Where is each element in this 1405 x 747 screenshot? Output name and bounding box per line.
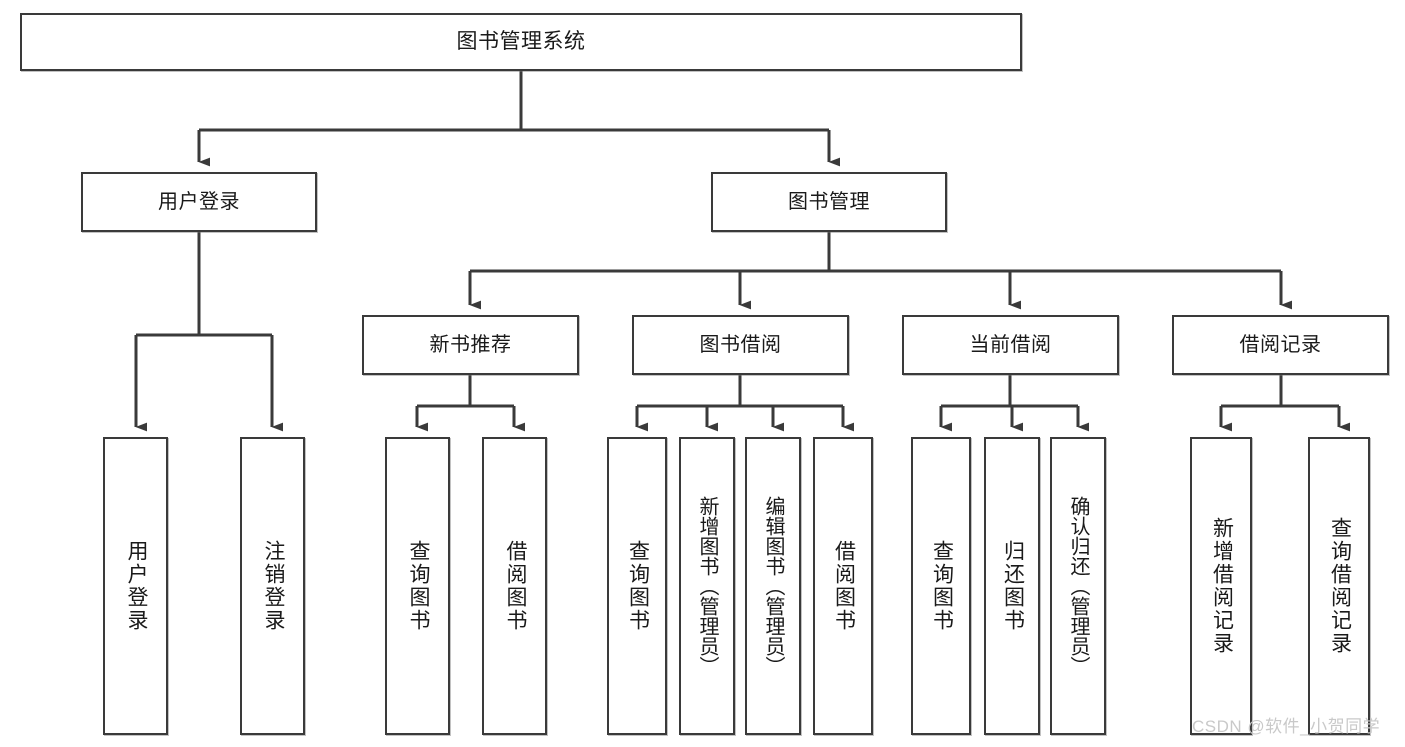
leaf-newbook-borrow-book[interactable]: 借阅图书 [482,437,547,735]
node-root-label: 图书管理系统 [456,30,586,54]
leaf-borrow-lend-book-label: 借阅图书 [832,540,856,632]
watermark: CSDN @软件_小贺同学 [1192,717,1381,736]
node-book-borrow-label: 图书借阅 [699,333,782,356]
leaf-user-logout-label: 注销登录 [261,540,285,632]
node-root[interactable]: 图书管理系统 [20,13,1022,71]
node-current-borrow[interactable]: 当前借阅 [902,315,1119,375]
node-book-management[interactable]: 图书管理 [711,172,947,232]
leaf-newbook-query-book[interactable]: 查询图书 [385,437,450,735]
node-current-borrow-label: 当前借阅 [969,333,1052,356]
leaf-borrow-query-book[interactable]: 查询图书 [607,437,667,735]
leaf-user-login[interactable]: 用户登录 [103,437,168,735]
node-new-book-recommend-label: 新书推荐 [429,333,512,356]
leaf-borrow-add-book-admin[interactable]: 新增图书（管理员） [679,437,735,735]
leaf-current-query-book[interactable]: 查询图书 [911,437,971,735]
node-borrow-records[interactable]: 借阅记录 [1172,315,1389,375]
leaf-borrow-edit-book-admin[interactable]: 编辑图书（管理员） [745,437,801,735]
leaf-records-query-record-label: 查询借阅记录 [1328,517,1352,655]
leaf-current-query-book-label: 查询图书 [930,540,954,632]
leaf-user-login-label: 用户登录 [124,540,148,632]
leaf-current-confirm-return-admin-label: 确认归还（管理员） [1067,496,1089,676]
leaf-current-confirm-return-admin[interactable]: 确认归还（管理员） [1050,437,1106,735]
leaf-borrow-query-book-label: 查询图书 [626,540,650,632]
leaf-newbook-borrow-book-label: 借阅图书 [503,540,527,632]
leaf-borrow-lend-book[interactable]: 借阅图书 [813,437,873,735]
node-user-login-label: 用户登录 [158,190,240,213]
node-book-management-label: 图书管理 [788,190,870,213]
node-book-borrow[interactable]: 图书借阅 [632,315,849,375]
node-new-book-recommend[interactable]: 新书推荐 [362,315,579,375]
leaf-current-return-book-label: 归还图书 [1001,540,1025,632]
leaf-user-logout[interactable]: 注销登录 [240,437,305,735]
leaf-records-add-record-label: 新增借阅记录 [1210,517,1234,655]
leaf-records-query-record[interactable]: 查询借阅记录 [1308,437,1370,735]
leaf-borrow-edit-book-admin-label: 编辑图书（管理员） [762,496,784,676]
leaf-newbook-query-book-label: 查询图书 [406,540,430,632]
node-user-login[interactable]: 用户登录 [81,172,317,232]
leaf-borrow-add-book-admin-label: 新增图书（管理员） [696,496,718,676]
leaf-records-add-record[interactable]: 新增借阅记录 [1190,437,1252,735]
node-borrow-records-label: 借阅记录 [1239,333,1322,356]
leaf-current-return-book[interactable]: 归还图书 [984,437,1040,735]
